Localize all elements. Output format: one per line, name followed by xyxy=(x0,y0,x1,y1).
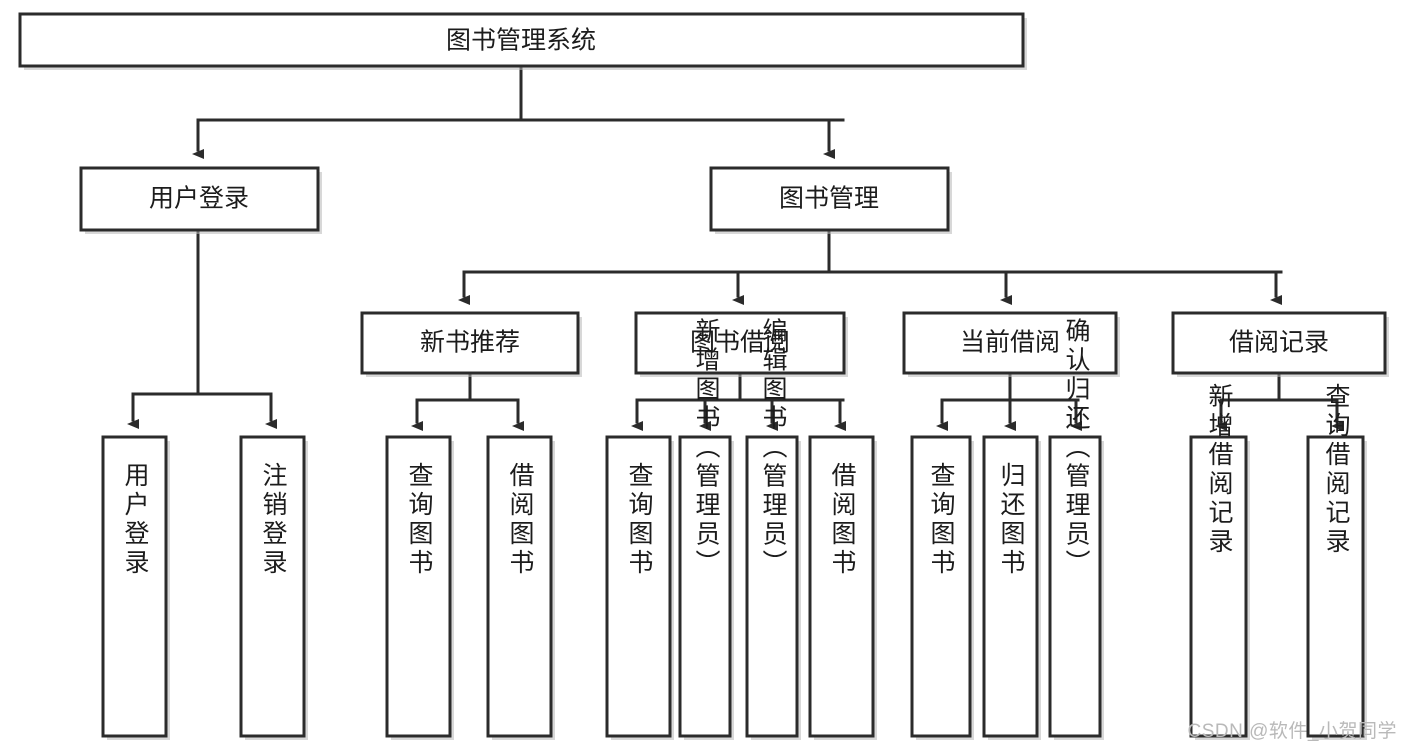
node-book-management-label: 图书管理 xyxy=(779,185,879,213)
leaf-newbook-query[interactable]: 查询图书 xyxy=(385,435,454,740)
leaf-currentborrow-return-label: 归还图书 xyxy=(997,462,1026,578)
csdn-watermark: CSDN @软件_小贺同学 xyxy=(1187,721,1397,742)
leaf-bookborrow-edit[interactable]: 编辑图书（管理员） xyxy=(745,318,801,741)
node-borrow-record[interactable]: 借阅记录 xyxy=(1171,311,1389,377)
node-book-management[interactable]: 图书管理 xyxy=(709,166,952,234)
leaf-bookborrow-add[interactable]: 新增图书（管理员） xyxy=(678,318,734,741)
leaf-user-login-logout-label: 注销登录 xyxy=(259,462,288,578)
leaf-newbook-borrow[interactable]: 借阅图书 xyxy=(486,435,555,740)
node-root-system-label: 图书管理系统 xyxy=(446,27,596,55)
connector-newbook-to-leaves xyxy=(411,373,524,431)
leaf-bookborrow-borrow-label: 借阅图书 xyxy=(828,462,857,578)
node-user-login-label: 用户登录 xyxy=(149,185,249,213)
leaf-currentborrow-confirm-label: 确认归还（管理员） xyxy=(1062,318,1091,579)
connector-currentborrow-to-leaves xyxy=(936,373,1082,431)
node-new-book-recommend-label: 新书推荐 xyxy=(420,329,520,357)
node-borrow-record-label: 借阅记录 xyxy=(1229,329,1329,357)
leaf-newbook-borrow-label: 借阅图书 xyxy=(506,462,535,578)
connector-bookmgmt-to-level3 xyxy=(458,230,1283,305)
connector-userlogin-to-leaves xyxy=(127,230,277,429)
leaf-bookborrow-add-label: 新增图书（管理员） xyxy=(692,318,721,579)
leaf-currentborrow-query[interactable]: 查询图书 xyxy=(910,435,974,740)
node-user-login[interactable]: 用户登录 xyxy=(79,166,322,234)
leaf-currentborrow-return[interactable]: 归还图书 xyxy=(982,435,1041,740)
connector-bookborrow-to-leaves xyxy=(631,373,846,431)
leaf-user-login-login[interactable]: 用户登录 xyxy=(101,435,170,740)
node-current-borrow-label: 当前借阅 xyxy=(960,329,1060,357)
node-book-borrow[interactable]: 图书借阅 xyxy=(634,311,848,377)
node-book-borrow-label: 图书借阅 xyxy=(690,329,790,357)
node-root-system[interactable]: 图书管理系统 xyxy=(18,12,1027,70)
leaf-borrowrecord-add-label: 新增借阅记录 xyxy=(1205,383,1234,557)
leaf-bookborrow-query[interactable]: 查询图书 xyxy=(605,435,674,740)
leaf-user-login-logout[interactable]: 注销登录 xyxy=(239,435,308,740)
leaf-bookborrow-query-label: 查询图书 xyxy=(625,462,654,578)
leaf-borrowrecord-add[interactable]: 新增借阅记录 xyxy=(1189,383,1250,740)
leaf-currentborrow-confirm[interactable]: 确认归还（管理员） xyxy=(1048,318,1104,741)
node-new-book-recommend[interactable]: 新书推荐 xyxy=(360,311,582,377)
leaf-user-login-login-label: 用户登录 xyxy=(121,462,150,578)
leaf-newbook-query-label: 查询图书 xyxy=(405,462,434,578)
leaf-bookborrow-borrow[interactable]: 借阅图书 xyxy=(808,435,877,740)
leaf-currentborrow-query-label: 查询图书 xyxy=(927,462,956,578)
leaf-borrowrecord-query[interactable]: 查询借阅记录 xyxy=(1306,383,1367,740)
connector-root-to-level2 xyxy=(192,66,845,159)
node-current-borrow[interactable]: 当前借阅 xyxy=(902,311,1120,377)
connector-borrowrecord-to-leaves xyxy=(1215,373,1343,431)
leaf-borrowrecord-query-label: 查询借阅记录 xyxy=(1322,383,1351,557)
leaf-bookborrow-edit-label: 编辑图书（管理员） xyxy=(759,318,788,579)
